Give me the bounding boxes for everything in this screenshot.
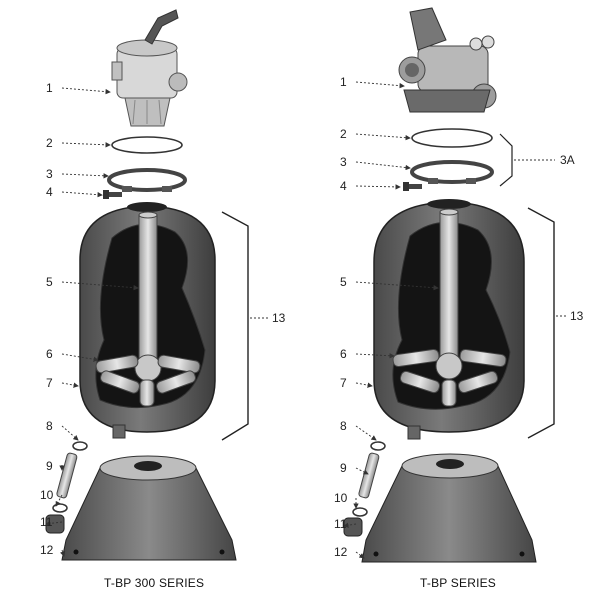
left-drain-parts	[45, 441, 88, 534]
left-label-8: 8	[46, 419, 53, 433]
right-o-ring	[411, 128, 493, 148]
left-label-9: 9	[46, 459, 53, 473]
left-clamp	[107, 168, 187, 192]
right-tank	[373, 199, 525, 440]
left-laterals	[95, 354, 201, 407]
left-multiport-valve	[111, 9, 188, 127]
left-assembly	[45, 9, 268, 561]
right-clamp	[410, 160, 494, 184]
left-label-11: 11	[40, 515, 53, 529]
right-caption: T-BP SERIES	[420, 576, 497, 590]
left-base	[61, 455, 237, 561]
left-label-6: 6	[46, 347, 53, 361]
left-label-5: 5	[46, 275, 53, 289]
right-label-2: 2	[340, 127, 347, 141]
right-label-7: 7	[340, 376, 347, 390]
right-bolt	[403, 182, 422, 191]
left-o-ring	[111, 136, 183, 154]
left-label-12: 12	[40, 543, 54, 557]
left-bolt	[103, 190, 122, 199]
right-label-9: 9	[340, 461, 347, 475]
right-label-6: 6	[340, 347, 347, 361]
left-tank	[79, 202, 216, 439]
right-multiport-valve	[398, 7, 497, 113]
left-caption: T-BP 300 SERIES	[104, 576, 205, 590]
right-label-3a: 3A	[560, 153, 575, 167]
left-label-4: 4	[46, 185, 53, 199]
right-label-1: 1	[340, 75, 347, 89]
right-label-5: 5	[340, 275, 347, 289]
right-laterals	[392, 349, 507, 407]
left-label-13: 13	[272, 311, 286, 325]
right-label-4: 4	[340, 179, 347, 193]
right-label-10: 10	[334, 491, 348, 505]
left-label-1: 1	[46, 81, 53, 95]
left-label-7: 7	[46, 376, 53, 390]
right-base	[361, 453, 537, 563]
left-label-3: 3	[46, 167, 53, 181]
right-label-12: 12	[334, 545, 348, 559]
right-label-11: 11	[334, 517, 347, 531]
left-label-2: 2	[46, 136, 53, 150]
right-assembly	[343, 7, 566, 563]
right-label-3: 3	[340, 155, 347, 169]
left-label-10: 10	[40, 488, 54, 502]
right-label-13: 13	[570, 309, 584, 323]
right-label-8: 8	[340, 419, 347, 433]
